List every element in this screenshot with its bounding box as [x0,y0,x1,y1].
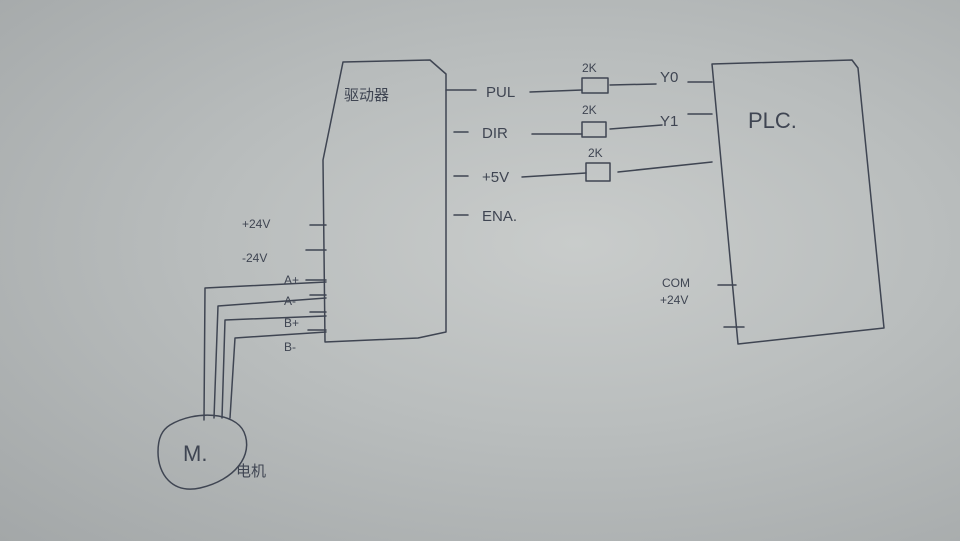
pin-b-plus-label: B+ [284,316,299,330]
pin-plus24v-label: +24V [242,217,270,231]
driver-left-pins: +24V -24V A+ A- B+ B- [242,217,327,354]
wire-5v-plc: 2K [521,146,713,182]
driver-box [322,59,447,343]
motor-label: 电机 [236,463,266,480]
motor-leads [203,281,327,421]
resistor-pul [581,77,609,94]
pin-ena-label: ENA. [482,208,517,225]
motor-symbol [157,414,248,490]
pin-b-minus-label: B- [284,340,296,354]
resistor-dir [581,121,607,138]
resistor-5v-label: 2K [588,146,603,160]
wire-dir-y1: 2K Y1 [531,103,713,138]
driver-right-pins: PUL DIR +5V ENA. [445,84,517,225]
resistor-dir-label: 2K [582,103,597,117]
plc-y0-label: Y0 [660,69,678,86]
wire-pul-y0: 2K Y0 [529,61,713,94]
resistor-5v [585,162,611,182]
driver-label: 驱动器 [344,87,389,104]
plc-com-label: COM [662,276,690,290]
pin-minus24v-label: -24V [242,251,267,265]
resistor-pul-label: 2K [582,61,597,75]
pin-5v-label: +5V [482,169,509,186]
plc-left-pins: COM +24V [660,276,745,328]
pin-dir-label: DIR [482,125,508,142]
motor-symbol-label: M. [183,441,207,466]
plc-box [711,59,885,345]
pin-pul-label: PUL [486,84,515,101]
plc-y1-label: Y1 [660,113,678,130]
pin-a-plus-label: A+ [284,273,299,287]
plc-label: PLC. [748,108,797,133]
plc-24v-label: +24V [660,293,688,307]
